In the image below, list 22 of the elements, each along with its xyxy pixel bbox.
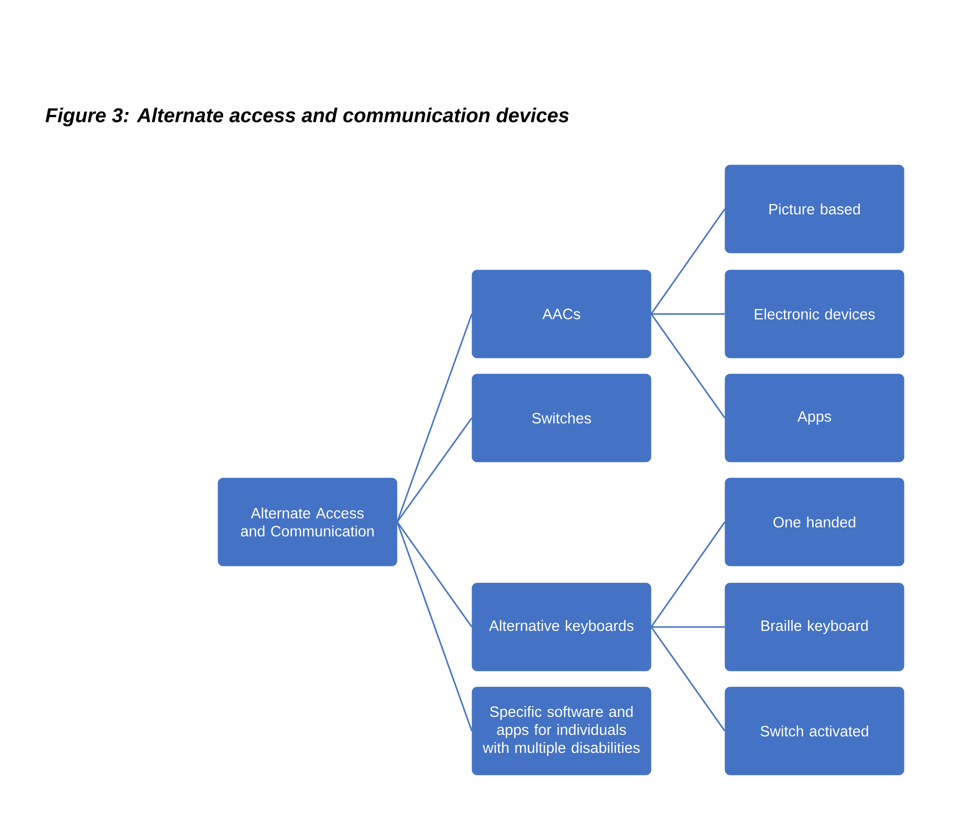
- connector-line: [396, 418, 472, 522]
- category-box: Picture based: [724, 164, 904, 254]
- connector-line: [650, 626, 726, 732]
- connector-line: [651, 626, 725, 628]
- category-box: Alternate Access and Communication: [218, 478, 398, 566]
- connector-line: [396, 522, 472, 628]
- category-box: Alternative keyboards: [472, 582, 652, 672]
- connector-line: [650, 522, 726, 628]
- category-box: Switch activated: [724, 686, 904, 776]
- category-box: Electronic devices: [724, 270, 904, 358]
- connector-line: [396, 522, 473, 732]
- category-box: One handed: [724, 478, 904, 566]
- category-box: Apps: [724, 374, 904, 462]
- category-box: Switches: [472, 374, 652, 462]
- category-box: Specific software and apps for individuals with multiple disabilities: [472, 686, 652, 776]
- category-box: Braille keyboard: [724, 582, 904, 672]
- connector-line: [650, 314, 726, 418]
- category-box: AACs: [472, 270, 652, 358]
- connector-line: [396, 314, 473, 522]
- connector-line: [651, 313, 725, 315]
- figure-title: Figure 3: Alternate access and communication devices: [46, 108, 569, 126]
- connector-line: [650, 208, 726, 314]
